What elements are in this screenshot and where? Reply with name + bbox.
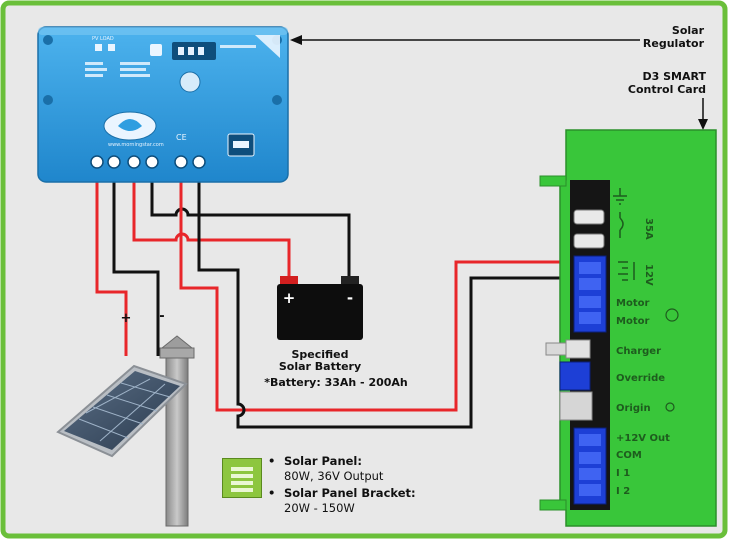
- wiring: [95, 182, 578, 429]
- panel-plus-label: +: [121, 311, 132, 326]
- terminal-screw: [174, 155, 188, 169]
- battery-title-line1: Specified: [291, 348, 348, 361]
- terminal-label-input-1: I 1: [616, 468, 630, 479]
- solar-regulator: PV LOAD www.morningstar.com CE: [37, 26, 289, 183]
- label-solar-regulator-line1: Solar: [672, 24, 705, 37]
- solar-battery: + -: [277, 276, 363, 340]
- terminal-label-12v-out: +12V Out: [616, 433, 670, 444]
- battery-voltage-label: 12V: [643, 264, 654, 286]
- terminal-screw: [127, 155, 141, 169]
- mounting-hole: [43, 35, 53, 45]
- legend-item-value: 80W, 36V Output: [284, 469, 384, 483]
- regulator-pointer-arrow: [290, 35, 640, 45]
- ce-mark: CE: [176, 133, 187, 142]
- fuse-icon: [619, 212, 624, 238]
- override-terminal-block: [559, 361, 591, 391]
- battery-body: [277, 284, 363, 340]
- legend-item-value: 20W - 150W: [284, 501, 355, 515]
- regulator-website: www.morningstar.com: [108, 142, 164, 148]
- panel-minus-label: -: [159, 309, 164, 324]
- battery-positive-terminal: [280, 276, 298, 284]
- legend-item-title: Solar Panel Bracket:: [284, 486, 416, 500]
- control-card: 35A 12V Motor Motor Charger Override Ori…: [539, 129, 717, 527]
- solar-panel-assembly: + -: [56, 309, 195, 527]
- panel-positive-wire: [95, 182, 128, 356]
- legend-list: Solar Panel: 80W, 36V Output Solar Panel…: [268, 454, 416, 518]
- battery-range-label: *Battery: 33Ah - 200Ah: [264, 376, 408, 389]
- load-positive-wire: [179, 182, 578, 412]
- terminal-screw: [107, 155, 121, 169]
- terminal-label-origin: Origin: [616, 403, 651, 414]
- ground-icon: [613, 188, 627, 205]
- mounting-post: [165, 347, 189, 527]
- battery-plus-symbol: +: [283, 289, 296, 307]
- indicator-led: [95, 44, 102, 51]
- solar-panel-cells: [64, 371, 180, 450]
- origin-terminal-block: [559, 391, 593, 421]
- legend-item-title: Solar Panel:: [284, 454, 362, 468]
- terminal-screw: [90, 155, 104, 169]
- fuse-holder: [573, 233, 605, 249]
- indicator-led: [108, 44, 115, 51]
- terminal-label-override: Override: [616, 373, 665, 384]
- terminal-label-input-2: I 2: [616, 486, 630, 497]
- specification-legend: Solar Panel: 80W, 36V Output Solar Panel…: [222, 454, 482, 524]
- mounting-hole: [272, 95, 282, 105]
- battery-minus-symbol: -: [347, 289, 353, 307]
- solar-panel-legend-icon: [222, 458, 262, 498]
- terminal-label-motor-1: Motor: [616, 298, 649, 309]
- battery-symbol-icon: [618, 261, 635, 281]
- setting-button[interactable]: [150, 44, 162, 56]
- terminal-screw: [192, 155, 206, 169]
- label-control-card-line2: Control Card: [628, 83, 706, 96]
- motor-icon: [665, 308, 679, 322]
- regulator-terminals: [90, 155, 206, 169]
- battery-title-line2: Solar Battery: [279, 360, 361, 373]
- fuse-holder: [573, 209, 605, 225]
- terminal-label-motor-2: Motor: [616, 316, 649, 327]
- regulator-mode-label: PV LOAD: [92, 36, 114, 42]
- fuse-rating-label: 35A: [643, 218, 654, 240]
- terminal-screw: [145, 155, 159, 169]
- label-solar-regulator-line2: Regulator: [643, 37, 705, 50]
- charger-connector: [545, 339, 591, 359]
- adjust-dial-icon[interactable]: [179, 71, 201, 93]
- panel-negative-wire: [112, 182, 160, 356]
- mounting-hole: [43, 95, 53, 105]
- legend-item-panel-bracket: Solar Panel Bracket: 20W - 150W: [268, 486, 416, 516]
- legend-item-solar-panel: Solar Panel: 80W, 36V Output: [268, 454, 416, 484]
- label-control-card-line1: D3 SMART: [643, 70, 707, 83]
- control-card-pointer-arrow: [698, 98, 708, 130]
- terminal-label-com: COM: [616, 450, 642, 461]
- origin-icon: [665, 402, 675, 412]
- terminal-label-charger: Charger: [616, 346, 661, 357]
- battery-negative-terminal: [341, 276, 359, 284]
- load-negative-wire: [197, 182, 578, 429]
